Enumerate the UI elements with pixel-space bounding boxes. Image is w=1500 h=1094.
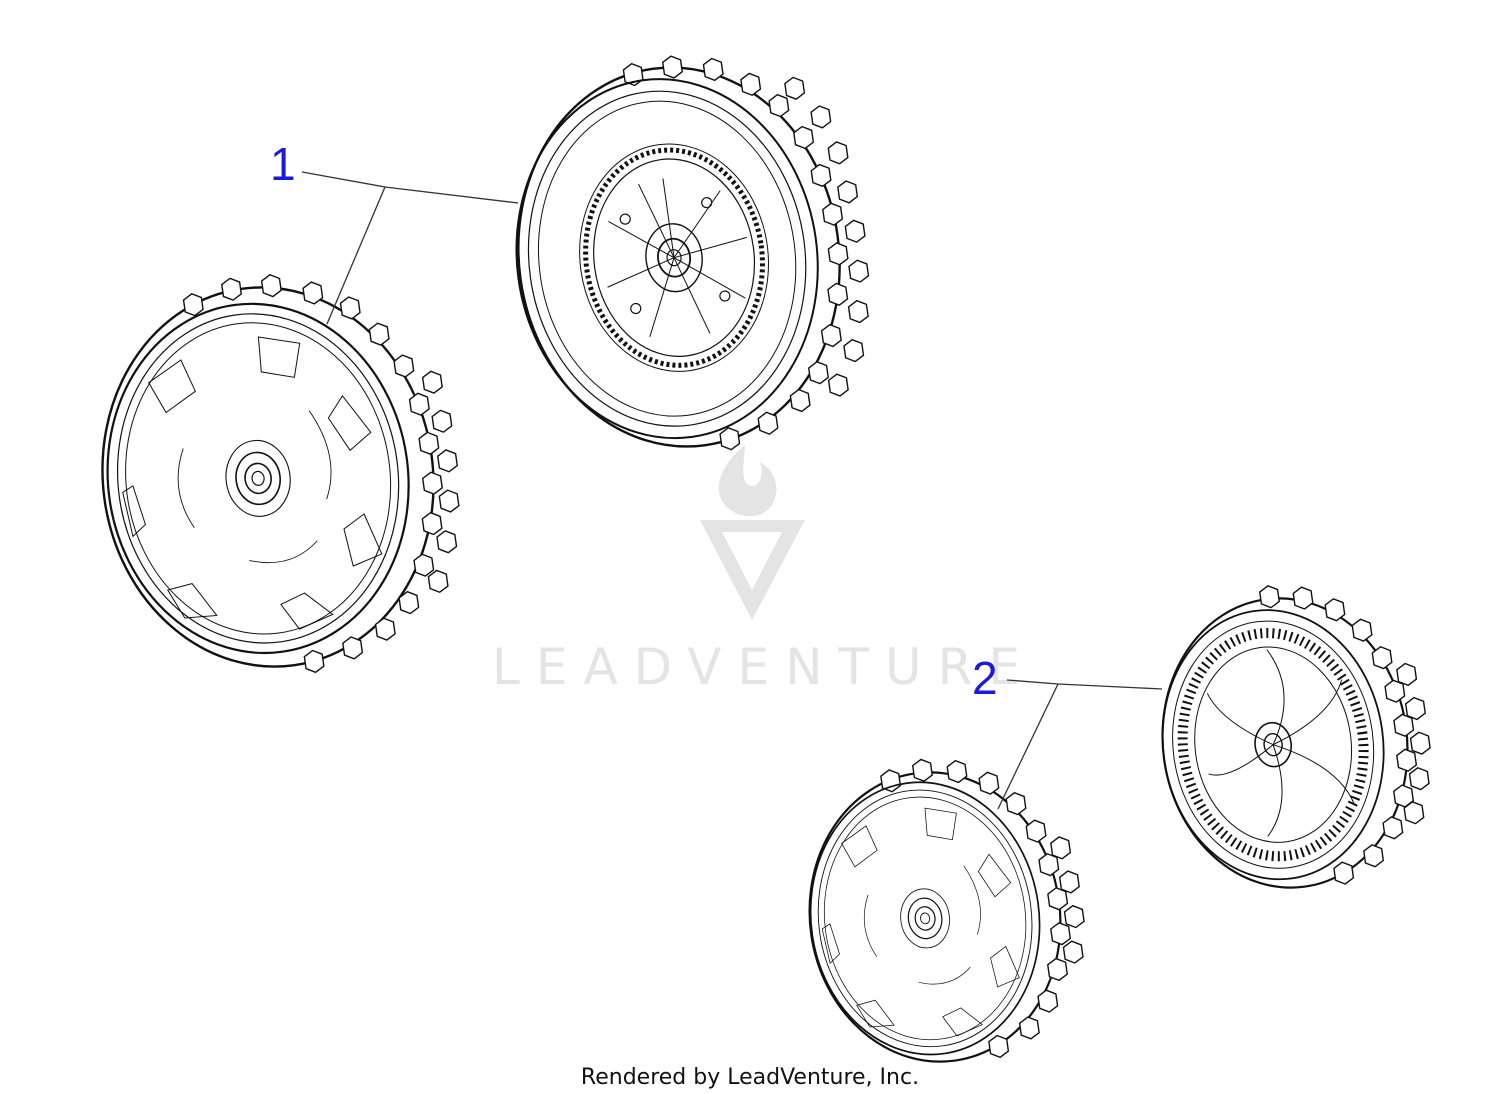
- callout-2: 2: [972, 652, 998, 704]
- wheel-1-front: [84, 272, 461, 675]
- leader-lines: [301, 171, 1163, 810]
- watermark: LEADVENTURE: [492, 445, 1036, 696]
- callout-1: 1: [270, 138, 296, 190]
- wheel-1-back: [515, 54, 870, 452]
- wheel-2-front: [792, 757, 1086, 1071]
- render-credit: Rendered by LeadVenture, Inc.: [581, 1065, 919, 1090]
- flame-logo-icon: [700, 445, 805, 620]
- wheel-2-back: [1161, 583, 1432, 889]
- watermark-brand: LEADVENTURE: [492, 638, 1036, 696]
